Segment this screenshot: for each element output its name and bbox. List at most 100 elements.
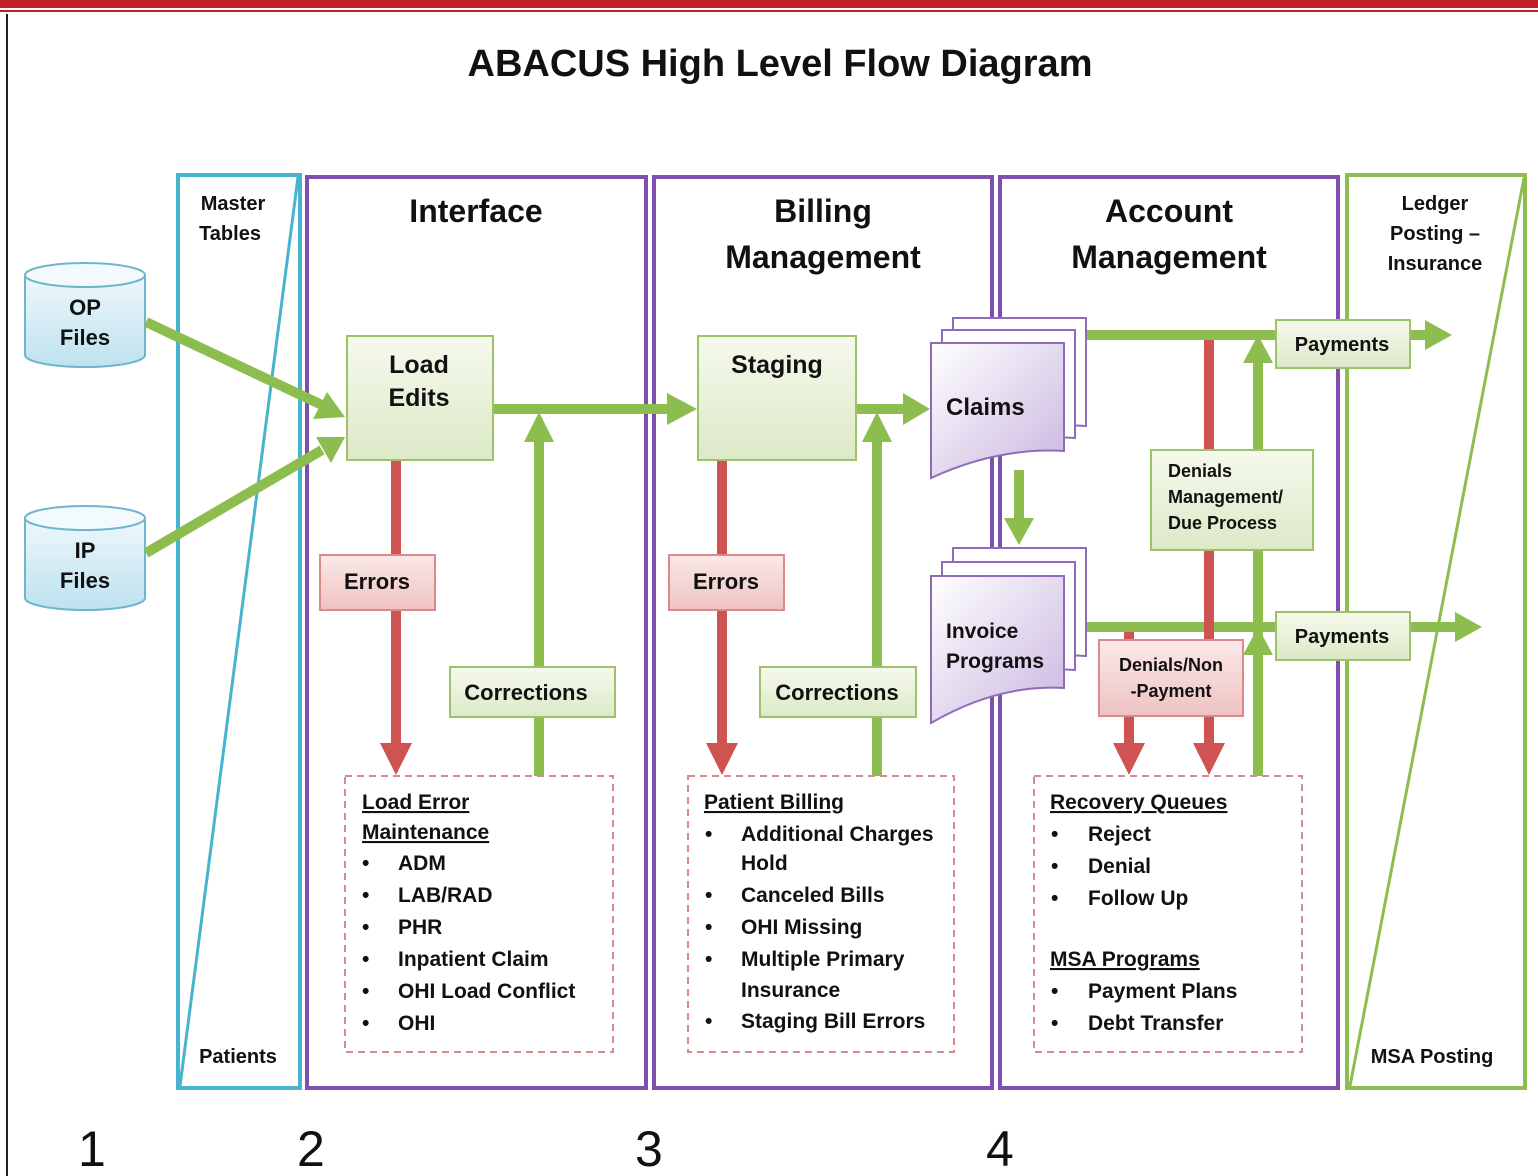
patient-billing-item: Staging Bill Errors (741, 1010, 925, 1033)
patient-billing-item: Canceled Bills (741, 884, 885, 907)
errors-box-2: Errors (668, 554, 785, 611)
recovery-item: Follow Up (1088, 887, 1188, 910)
svg-text:•: • (1051, 823, 1058, 846)
svg-text:•: • (1051, 980, 1058, 1003)
ledger-label-1: Ledger (1402, 193, 1469, 215)
claims-label: Claims (946, 394, 1025, 421)
svg-text:•: • (1051, 1012, 1058, 1035)
ip-label-1: IP (75, 538, 96, 563)
op-label-2: Files (60, 325, 110, 350)
errors-box-1: Errors (319, 554, 436, 611)
errors-label-2: Errors (693, 569, 759, 594)
denials-non-label-1: Denials/Non (1119, 655, 1223, 675)
op-files-cylinder: OP Files (24, 262, 146, 368)
green-arrows (143, 317, 1482, 776)
patient-billing-item: OHI Missing (741, 916, 862, 939)
denials-mgmt-label-3: Due Process (1168, 513, 1277, 533)
recovery-item: Denial (1088, 855, 1151, 878)
claims-documents: Claims (930, 317, 1087, 480)
stage-markers: 1 2 3 4 (78, 1121, 1014, 1176)
patient-billing-heading: Patient Billing (704, 791, 844, 814)
load-error-heading-1: Load Error (362, 791, 469, 814)
load-error-item: OHI (398, 1012, 435, 1035)
svg-text:•: • (705, 884, 712, 907)
svg-text:•: • (705, 823, 712, 846)
load-error-heading-2: Maintenance (362, 821, 489, 844)
payments-label-1: Payments (1295, 334, 1390, 356)
svg-text:•: • (705, 1010, 712, 1033)
recovery-item: Reject (1088, 823, 1151, 846)
left-border (6, 14, 8, 1176)
corrections-box-1: Corrections (449, 666, 616, 718)
ledger-label-2: Posting – (1390, 223, 1480, 245)
svg-text:•: • (705, 916, 712, 939)
load-error-item: ADM (398, 852, 446, 875)
account-title-1: Account (1105, 193, 1233, 229)
svg-text:•: • (1051, 887, 1058, 910)
marker-1: 1 (78, 1121, 106, 1176)
patients-label: Patients (199, 1046, 277, 1068)
top-border-line (0, 10, 1538, 12)
svg-text:•: • (362, 1012, 369, 1035)
payments-box-1: Payments (1275, 319, 1411, 369)
load-error-item: Inpatient Claim (398, 948, 549, 971)
lane-interface: Interface (305, 175, 648, 1090)
recovery-heading: Recovery Queues (1050, 791, 1227, 814)
staging-label: Staging (731, 351, 823, 379)
top-border (0, 0, 1538, 8)
svg-text:•: • (705, 948, 712, 971)
account-title-2: Management (1071, 239, 1267, 275)
marker-4: 4 (986, 1121, 1014, 1176)
msa-item: Payment Plans (1088, 980, 1237, 1003)
corrections-box-2: Corrections (759, 666, 917, 718)
denials-non-payment-box: Denials/Non -Payment (1098, 639, 1244, 717)
ledger-label-3: Insurance (1388, 253, 1482, 275)
load-error-item: PHR (398, 916, 442, 939)
svg-text:•: • (362, 980, 369, 1003)
ip-label-2: Files (60, 568, 110, 593)
svg-text:•: • (362, 916, 369, 939)
load-edits-label-1: Load (389, 351, 449, 379)
svg-text:•: • (1051, 855, 1058, 878)
svg-text:Denials/Non-Payment: Denials/Non -Payment (1119, 655, 1223, 701)
msa-posting-label: MSA Posting (1371, 1046, 1494, 1068)
marker-3: 3 (635, 1121, 663, 1176)
msa-item: Debt Transfer (1088, 1012, 1223, 1035)
svg-text:•: • (362, 884, 369, 907)
interface-title: Interface (409, 193, 542, 229)
billing-title-2: Management (725, 239, 921, 275)
diagram-title: ABACUS High Level Flow Diagram (468, 43, 1093, 85)
svg-text:Interface: Interface (409, 193, 542, 229)
denials-mgmt-label-2: Management/ (1168, 487, 1283, 507)
svg-text:•: • (362, 948, 369, 971)
load-error-item: LAB/RAD (398, 884, 493, 907)
invoice-label-2: Programs (946, 650, 1044, 673)
load-error-item: OHI Load Conflict (398, 980, 575, 1003)
staging-box: Staging (697, 335, 857, 461)
op-label-1: OP (69, 295, 101, 320)
invoice-label-1: Invoice (946, 620, 1018, 643)
master-label-1: Master (201, 193, 266, 215)
msa-programs-heading: MSA Programs (1050, 948, 1200, 971)
denials-non-label-2: -Payment (1130, 681, 1211, 701)
corrections-label-2: Corrections (775, 680, 898, 705)
load-edits-label-2: Edits (388, 384, 449, 412)
recovery-queues-list: Recovery Queues • Reject • Denial • Follow … (1033, 775, 1303, 1053)
svg-text:•: • (362, 852, 369, 875)
